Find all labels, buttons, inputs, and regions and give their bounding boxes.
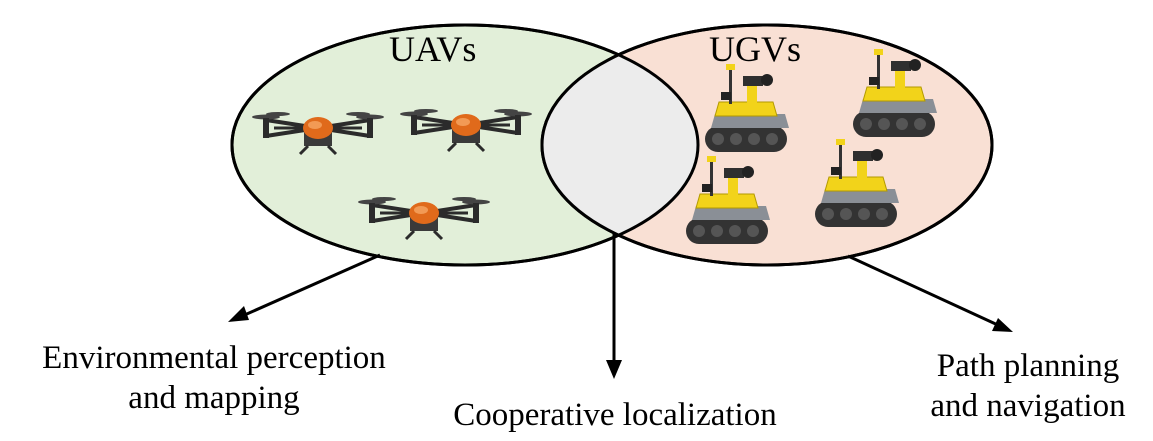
outcome-cooperative-localization: Cooperative localization (409, 395, 821, 435)
arrow-to-environmental-perception (228, 253, 381, 322)
outcome-right-line2: and navigation (930, 388, 1126, 424)
ugv-set-title: UGVs (709, 29, 802, 69)
ugv-set-outline (540, 23, 994, 267)
arrow-to-cooperative-localization (606, 232, 622, 379)
arrow-to-path-planning (847, 254, 1013, 332)
outcome-left-line2: and mapping (128, 380, 300, 416)
outcome-center-line1: Cooperative localization (453, 397, 777, 433)
overlap-region (542, 25, 698, 265)
outcome-path-planning: Path planning and navigation (905, 346, 1151, 426)
outcome-left-line1: Environmental perception (42, 340, 386, 376)
uav-set-outline (230, 23, 700, 267)
outcome-right-line1: Path planning (936, 348, 1120, 384)
outcome-environmental-perception: Environmental perception and mapping (4, 338, 424, 418)
uav-set-title: UAVs (389, 29, 477, 69)
